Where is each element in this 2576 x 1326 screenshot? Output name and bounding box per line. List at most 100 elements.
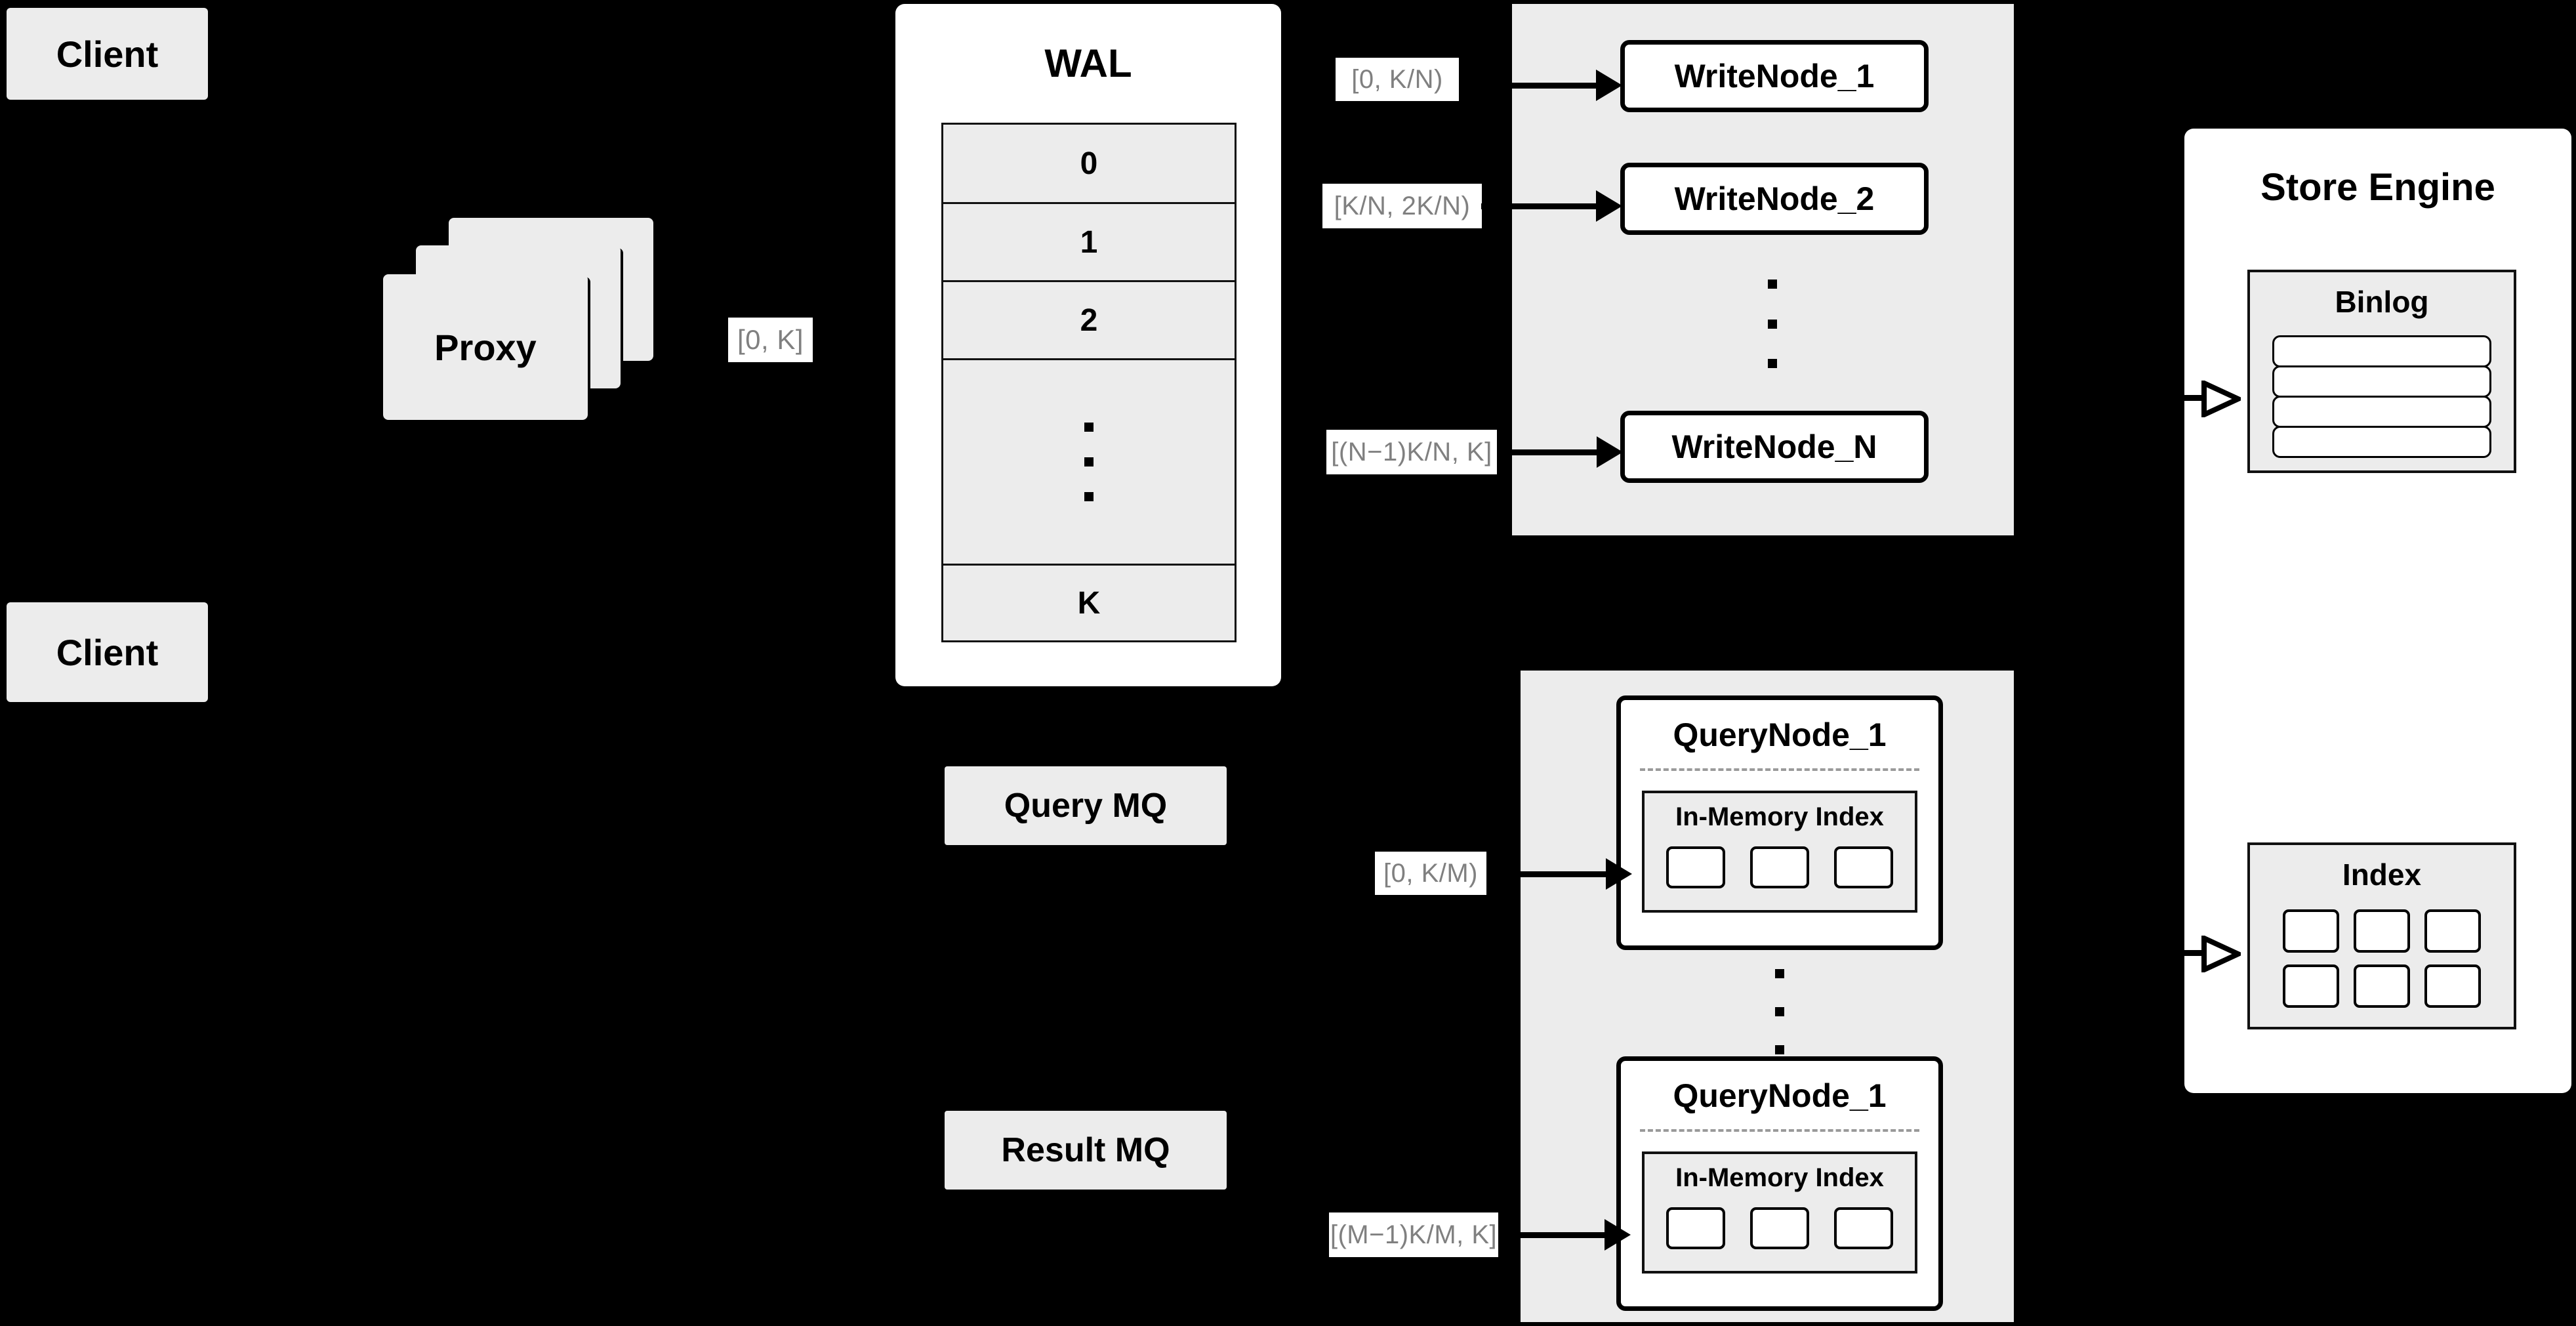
query-node-divider <box>1640 1129 1919 1132</box>
arrow-head-icon <box>1597 436 1623 468</box>
write-node-label: WriteNode_1 <box>1674 58 1875 94</box>
write-cluster-ellipsis-icon <box>1768 280 1777 368</box>
range-text: [(N−1)K/N, K] <box>1331 437 1492 466</box>
arrow-head-icon <box>1605 1219 1631 1251</box>
index-slot[interactable] <box>1750 1207 1809 1249</box>
binlog-row[interactable] <box>2272 396 2491 428</box>
arrow-head-icon <box>1596 70 1622 101</box>
in-memory-index-box: In-Memory Index <box>1642 791 1917 913</box>
wal-row[interactable]: K <box>941 564 1237 642</box>
arrow-line <box>1500 1232 1605 1238</box>
arrow-line <box>1481 203 1596 209</box>
wal-title: WAL <box>1044 41 1132 85</box>
query-node-1[interactable]: QueryNode_1 In-Memory Index <box>1616 695 1943 950</box>
index-slot[interactable] <box>1666 846 1725 888</box>
binlog-box: Binlog <box>2247 270 2516 473</box>
write-node-1-range-label: [0, K/N) <box>1336 58 1459 101</box>
query-mq-box[interactable]: Query MQ <box>945 766 1227 845</box>
query-node-m[interactable]: QueryNode_1 In-Memory Index <box>1616 1056 1943 1311</box>
query-cluster-ellipsis-icon <box>1775 969 1784 1054</box>
arrow-head-icon <box>1606 858 1632 890</box>
range-text: [K/N, 2K/N) <box>1334 191 1471 220</box>
write-node-cluster: WriteNode_1 WriteNode_2 WriteNode_N <box>1512 4 2014 535</box>
proxy-range-text: [0, K] <box>737 324 804 355</box>
proxy-label: Proxy <box>434 326 537 368</box>
in-memory-index-box: In-Memory Index <box>1642 1151 1917 1274</box>
arrow-line <box>1497 449 1597 455</box>
arrow-to-query-node-1 <box>1501 858 1632 890</box>
wal-row[interactable]: 1 <box>941 202 1237 280</box>
result-mq-box[interactable]: Result MQ <box>945 1111 1227 1190</box>
wal-row[interactable]: 0 <box>941 123 1237 202</box>
write-node-label: WriteNode_2 <box>1674 180 1875 217</box>
index-slot[interactable] <box>1666 1207 1725 1249</box>
wal-row-list: 0 1 2 K <box>941 123 1237 642</box>
wal-row-label: 0 <box>1080 146 1098 181</box>
wal-row-label: 1 <box>1080 224 1098 260</box>
query-node-divider <box>1640 768 1919 771</box>
query-mq-label: Query MQ <box>1004 787 1168 825</box>
client-label: Client <box>56 631 159 673</box>
store-engine-panel: Store Engine Binlog Index <box>2184 129 2571 1093</box>
range-text: [0, K/M) <box>1383 858 1479 888</box>
in-memory-index-label: In-Memory Index <box>1675 1163 1884 1192</box>
write-node-1[interactable]: WriteNode_1 <box>1620 40 1929 112</box>
proxy-range-label: [0, K] <box>728 318 813 362</box>
binlog-row[interactable] <box>2272 365 2491 398</box>
dot-icon <box>1768 280 1777 289</box>
range-text: [0, K/N) <box>1351 64 1443 94</box>
arrow-to-binlog <box>2173 378 2251 417</box>
binlog-row[interactable] <box>2272 426 2491 458</box>
store-engine-title: Store Engine <box>2260 166 2495 209</box>
index-slot[interactable] <box>2283 964 2339 1008</box>
write-node-2[interactable]: WriteNode_2 <box>1620 163 1929 235</box>
arrow-line <box>1481 82 1596 89</box>
dot-icon <box>1775 1045 1784 1054</box>
query-node-1-range-label: [0, K/M) <box>1375 852 1486 895</box>
arrow-head-open-icon <box>2201 381 2241 417</box>
binlog-label: Binlog <box>2335 285 2429 319</box>
query-node-cluster: QueryNode_1 In-Memory Index QueryNode_1 … <box>1521 671 2014 1322</box>
index-slot[interactable] <box>2283 909 2339 953</box>
arrow-to-write-node-1 <box>1481 70 1622 101</box>
wal-panel: WAL 0 1 2 K <box>895 4 1281 686</box>
arrow-to-query-node-m <box>1500 1219 1631 1251</box>
client-box-1[interactable]: Client <box>7 8 208 100</box>
client-label: Client <box>56 33 159 75</box>
arrow-line <box>2173 395 2207 401</box>
dot-icon <box>1084 492 1094 501</box>
write-node-label: WriteNode_N <box>1671 428 1877 465</box>
write-node-n[interactable]: WriteNode_N <box>1620 411 1929 483</box>
dot-icon <box>1084 457 1094 466</box>
arrow-to-index <box>2173 933 2251 972</box>
arrow-head-open-icon <box>2201 936 2241 972</box>
index-slot[interactable] <box>1750 846 1809 888</box>
index-slot[interactable] <box>2424 964 2481 1008</box>
in-memory-index-label: In-Memory Index <box>1675 802 1884 831</box>
index-slot[interactable] <box>2424 909 2481 953</box>
arrow-line <box>2173 950 2207 956</box>
client-box-2[interactable]: Client <box>7 602 208 702</box>
dot-icon <box>1775 969 1784 978</box>
dot-icon <box>1768 319 1777 329</box>
wal-row[interactable]: 2 <box>941 280 1237 358</box>
index-slot[interactable] <box>1834 1207 1893 1249</box>
write-node-n-range-label: [(N−1)K/N, K] <box>1326 430 1497 474</box>
arrow-to-write-node-n <box>1497 436 1623 468</box>
proxy-card-front[interactable]: Proxy <box>383 274 588 420</box>
index-slot[interactable] <box>1834 846 1893 888</box>
index-label: Index <box>2342 858 2422 892</box>
query-node-label: QueryNode_1 <box>1673 716 1887 753</box>
query-node-m-range-label: [(M−1)K/M, K] <box>1329 1212 1498 1257</box>
index-slot[interactable] <box>2354 909 2410 953</box>
arrow-to-write-node-2 <box>1481 190 1622 222</box>
index-slot[interactable] <box>2354 964 2410 1008</box>
binlog-row[interactable] <box>2272 335 2491 367</box>
index-box: Index <box>2247 842 2516 1029</box>
dot-icon <box>1775 1007 1784 1016</box>
result-mq-label: Result MQ <box>1001 1131 1170 1169</box>
wal-row-ellipsis <box>941 358 1237 564</box>
proxy-stack[interactable]: Proxy <box>380 217 656 433</box>
wal-row-label: 2 <box>1080 302 1098 338</box>
wal-row-label: K <box>1077 585 1101 621</box>
